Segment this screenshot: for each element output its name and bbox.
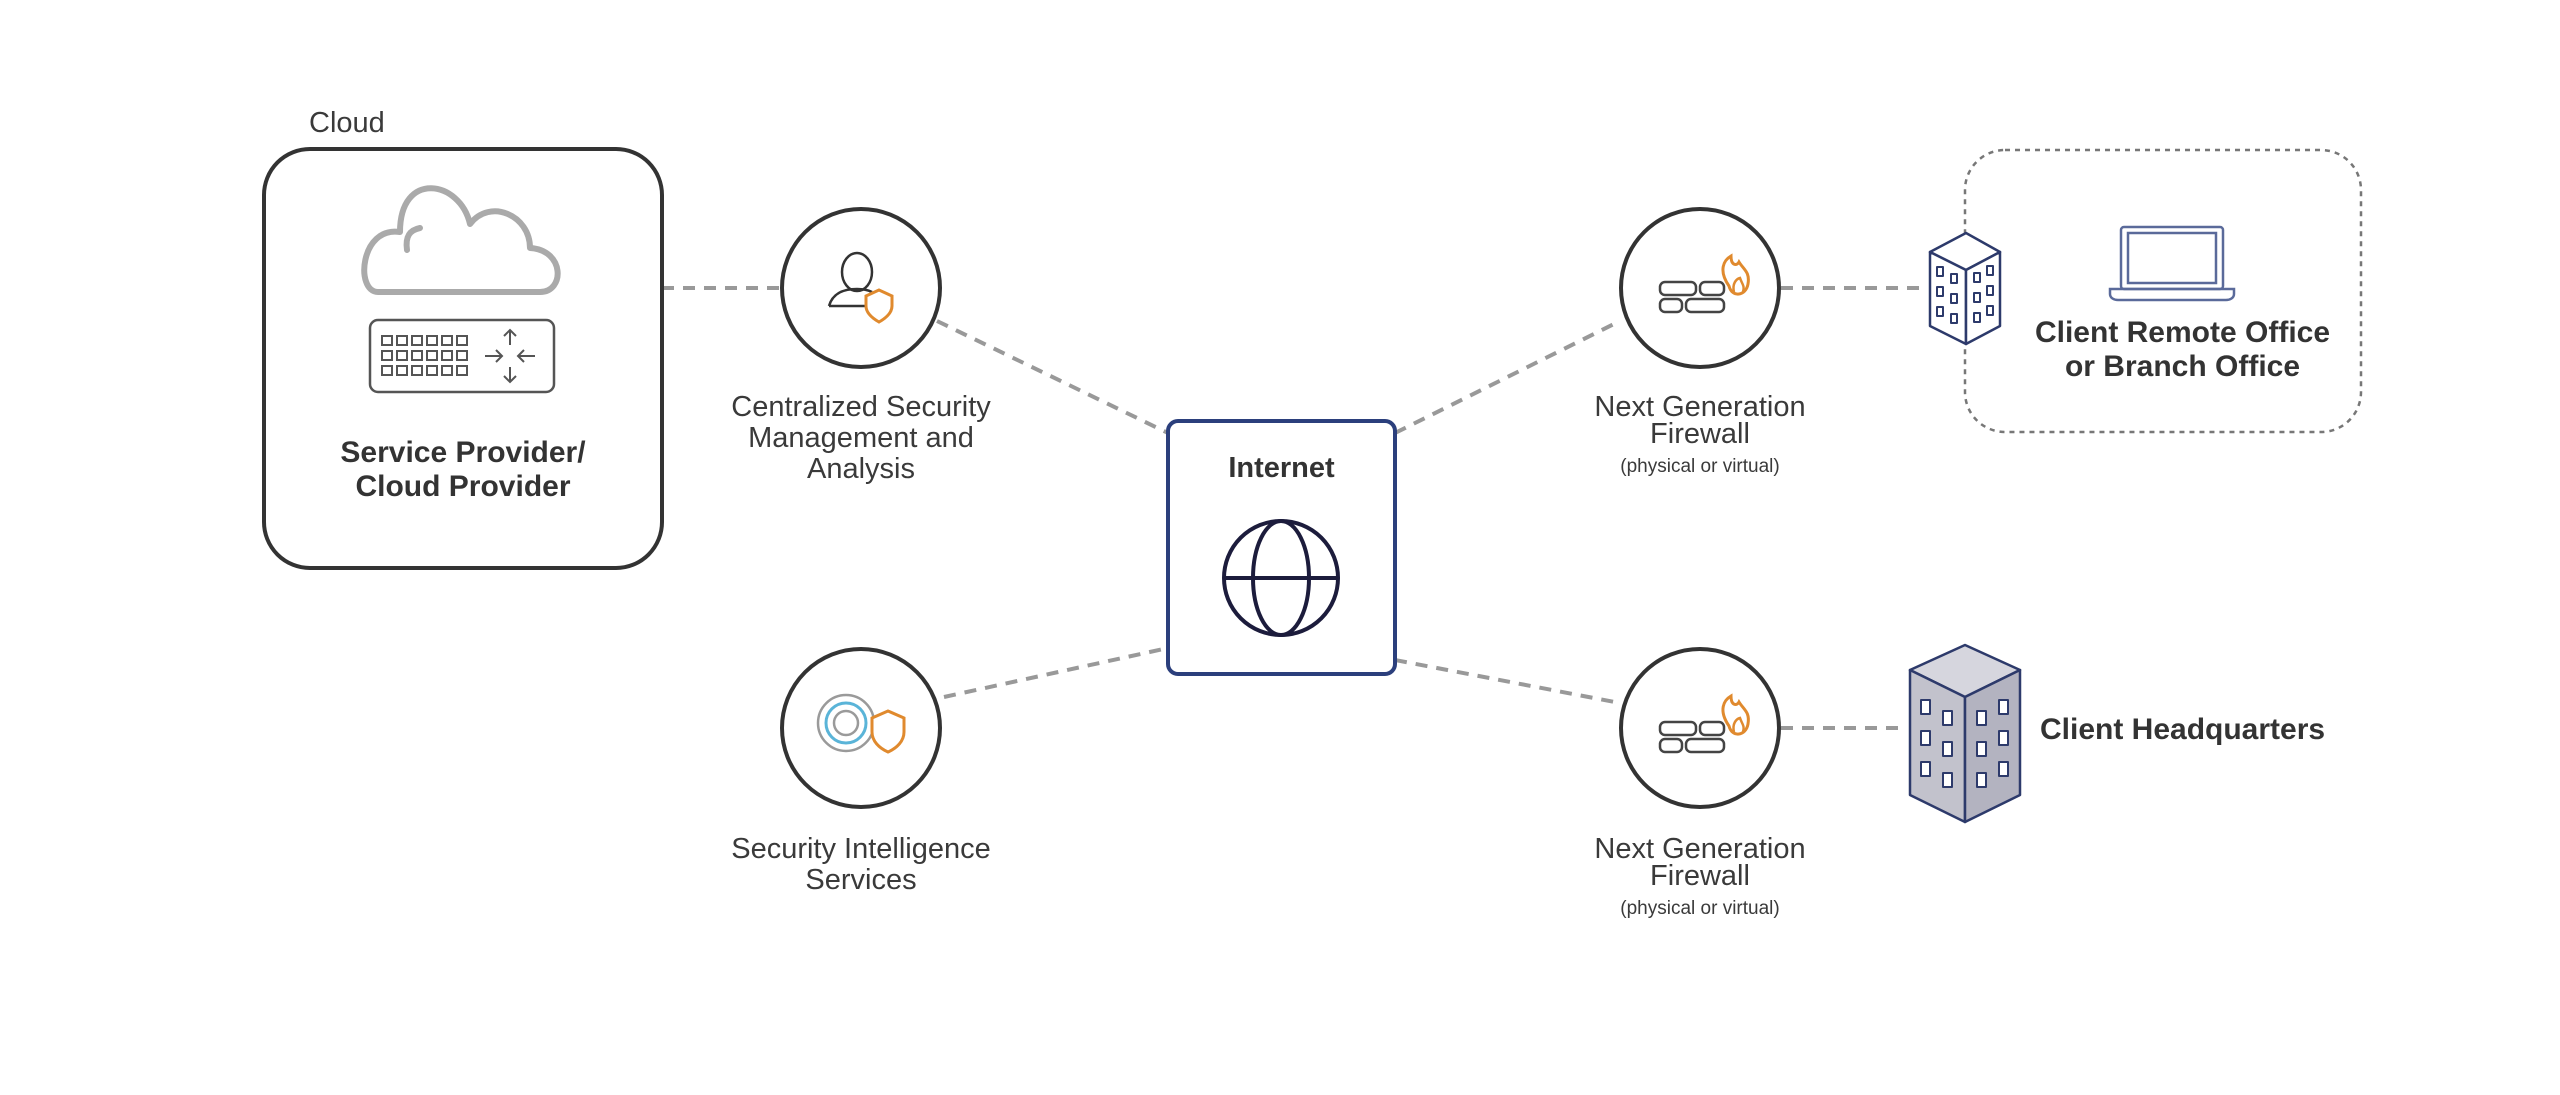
ngfw-top-label: Next Generation Firewall (physical or vi… <box>1500 392 1900 478</box>
ngfw-bottom-label: Next Generation Firewall (physical or vi… <box>1500 834 1900 920</box>
ngfw-bottom-line1: Next Generation <box>1594 833 1806 865</box>
building-icon <box>1928 231 2002 346</box>
service-provider-line1: Service Provider/ <box>340 436 586 469</box>
remote-office-label: Client Remote Office or Branch Office <box>2010 316 2355 384</box>
cloud-icon <box>361 185 561 295</box>
firewall-icon <box>1658 693 1750 754</box>
cloud-group-label: Cloud <box>309 107 385 139</box>
headquarters-building-icon <box>1908 643 2022 824</box>
connector-mgmt-to-internet <box>936 319 1169 435</box>
ngfw-top-line1: Next Generation <box>1594 391 1806 423</box>
security-intelligence-label: Security Intelligence Services <box>661 834 1061 896</box>
connector-intel-to-internet <box>943 646 1169 699</box>
user-shield-icon <box>827 251 894 324</box>
laptop-icon <box>2108 225 2236 302</box>
security-intelligence-node <box>780 647 942 809</box>
internet-box <box>1166 419 1397 676</box>
security-management-line2: Management and <box>748 422 974 454</box>
connectors <box>662 286 1922 730</box>
security-management-label: Centralized Security Management and Anal… <box>661 392 1061 485</box>
headquarters-label: Client Headquarters <box>2040 713 2326 746</box>
remote-office-box <box>1963 148 2363 434</box>
globe-icon <box>1222 519 1340 637</box>
server-appliance-icon <box>368 318 556 394</box>
ngfw-bottom-line2: Firewall <box>1650 860 1750 892</box>
security-intelligence-line2: Services <box>805 864 917 896</box>
ngfw-bottom-note: (physical or virtual) <box>1620 898 1780 919</box>
security-management-line3: Analysis <box>807 453 915 485</box>
ngfw-top-line2: Firewall <box>1650 418 1750 450</box>
target-shield-icon <box>816 693 906 754</box>
internet-label: Internet <box>1228 452 1335 484</box>
firewall-icon <box>1658 253 1750 314</box>
cloud-provider-box <box>262 147 664 570</box>
connector-internet-to-ngfw-bottom <box>1394 658 1621 705</box>
service-provider-label: Service Provider/ Cloud Provider <box>264 436 662 504</box>
security-intelligence-line1: Security Intelligence <box>731 833 991 865</box>
service-provider-line2: Cloud Provider <box>355 470 571 503</box>
remote-office-line2: or Branch Office <box>2064 350 2301 383</box>
remote-office-line1: Client Remote Office <box>2034 316 2331 349</box>
ngfw-top-note: (physical or virtual) <box>1620 456 1780 477</box>
security-management-line1: Centralized Security <box>731 391 991 423</box>
